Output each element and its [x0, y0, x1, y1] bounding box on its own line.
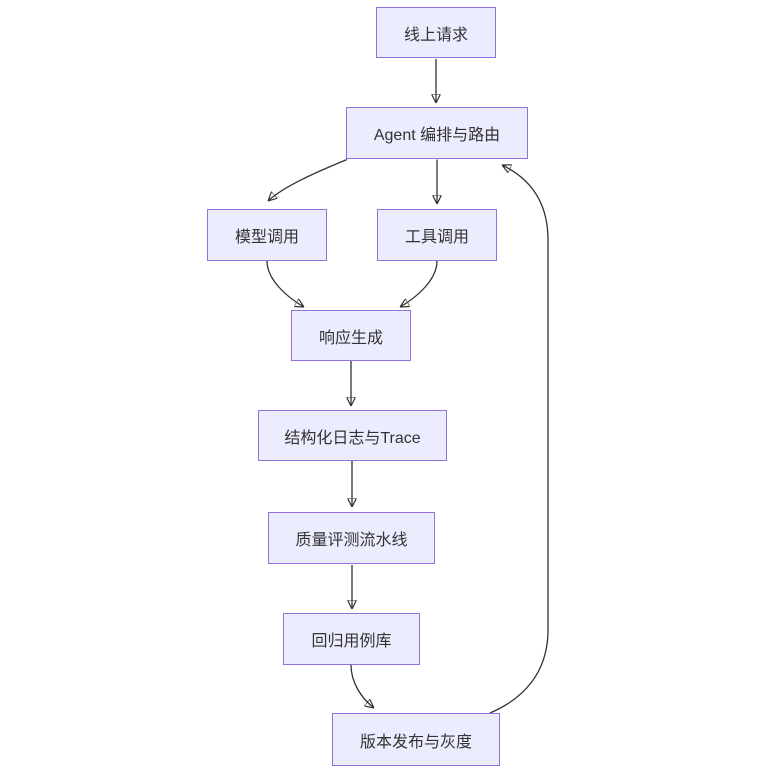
node-model-call: 模型调用 — [207, 209, 327, 261]
node-online-request: 线上请求 — [376, 7, 496, 58]
node-response-generation: 响应生成 — [291, 310, 411, 361]
node-structured-logs-trace: 结构化日志与Trace — [258, 410, 447, 461]
edge-tool-call-to-response — [400, 260, 438, 307]
edge-model-call-to-response — [266, 260, 304, 307]
node-agent-orchestration-routing: Agent 编排与路由 — [346, 107, 528, 159]
node-quality-eval-pipeline: 质量评测流水线 — [268, 512, 435, 564]
edge-regression-to-release — [350, 664, 374, 708]
edge-release-feedback-to-agent — [489, 165, 549, 714]
edge-agent-to-model-call — [268, 158, 348, 202]
node-regression-case-library: 回归用例库 — [283, 613, 420, 665]
node-tool-call: 工具调用 — [377, 209, 497, 261]
node-release-and-canary: 版本发布与灰度 — [332, 713, 500, 766]
